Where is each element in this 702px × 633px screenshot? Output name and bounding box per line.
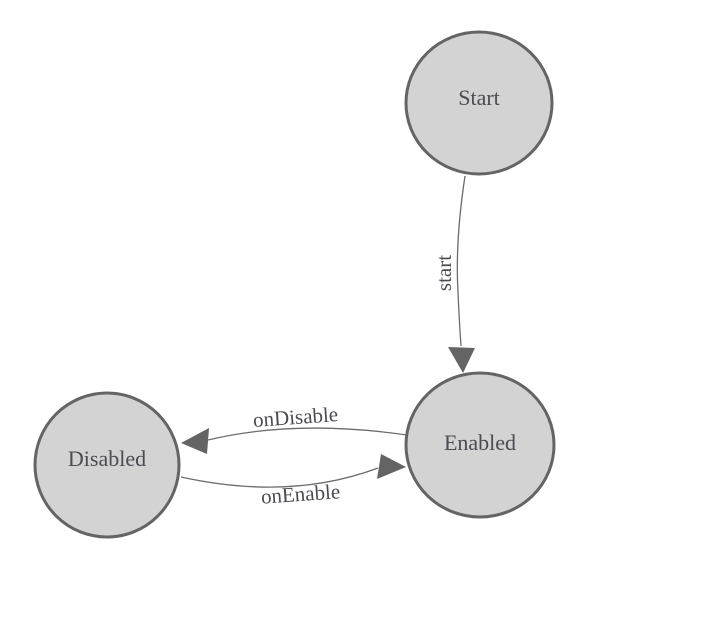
- edge-disabled-to-enabled: onEnable: [180, 454, 406, 509]
- edge-line-on-disable: [207, 427, 408, 441]
- state-circle-start[interactable]: [404, 30, 554, 176]
- arrowhead-left-icon: [181, 428, 209, 454]
- state-node-enabled[interactable]: Enabled: [404, 371, 556, 519]
- edge-label-on-enable: onEnable: [260, 479, 341, 508]
- state-label-disabled: Disabled: [68, 446, 146, 471]
- state-label-start: Start: [458, 85, 500, 110]
- edge-line-start: [456, 175, 466, 347]
- state-circle-enabled[interactable]: [404, 371, 556, 519]
- state-node-start[interactable]: Start: [404, 30, 554, 176]
- edge-label-start: start: [432, 255, 456, 291]
- arrowhead-down-icon: [448, 347, 475, 373]
- state-label-enabled: Enabled: [444, 430, 516, 455]
- state-circle-disabled[interactable]: [33, 391, 181, 539]
- edge-enabled-to-disabled: onDisable: [181, 402, 408, 454]
- edge-line-on-enable: [180, 467, 379, 488]
- edge-label-on-disable: onDisable: [252, 402, 339, 432]
- arrowhead-right-icon: [377, 454, 406, 479]
- state-node-disabled[interactable]: Disabled: [33, 391, 181, 539]
- edge-start-to-enabled: start: [432, 175, 475, 373]
